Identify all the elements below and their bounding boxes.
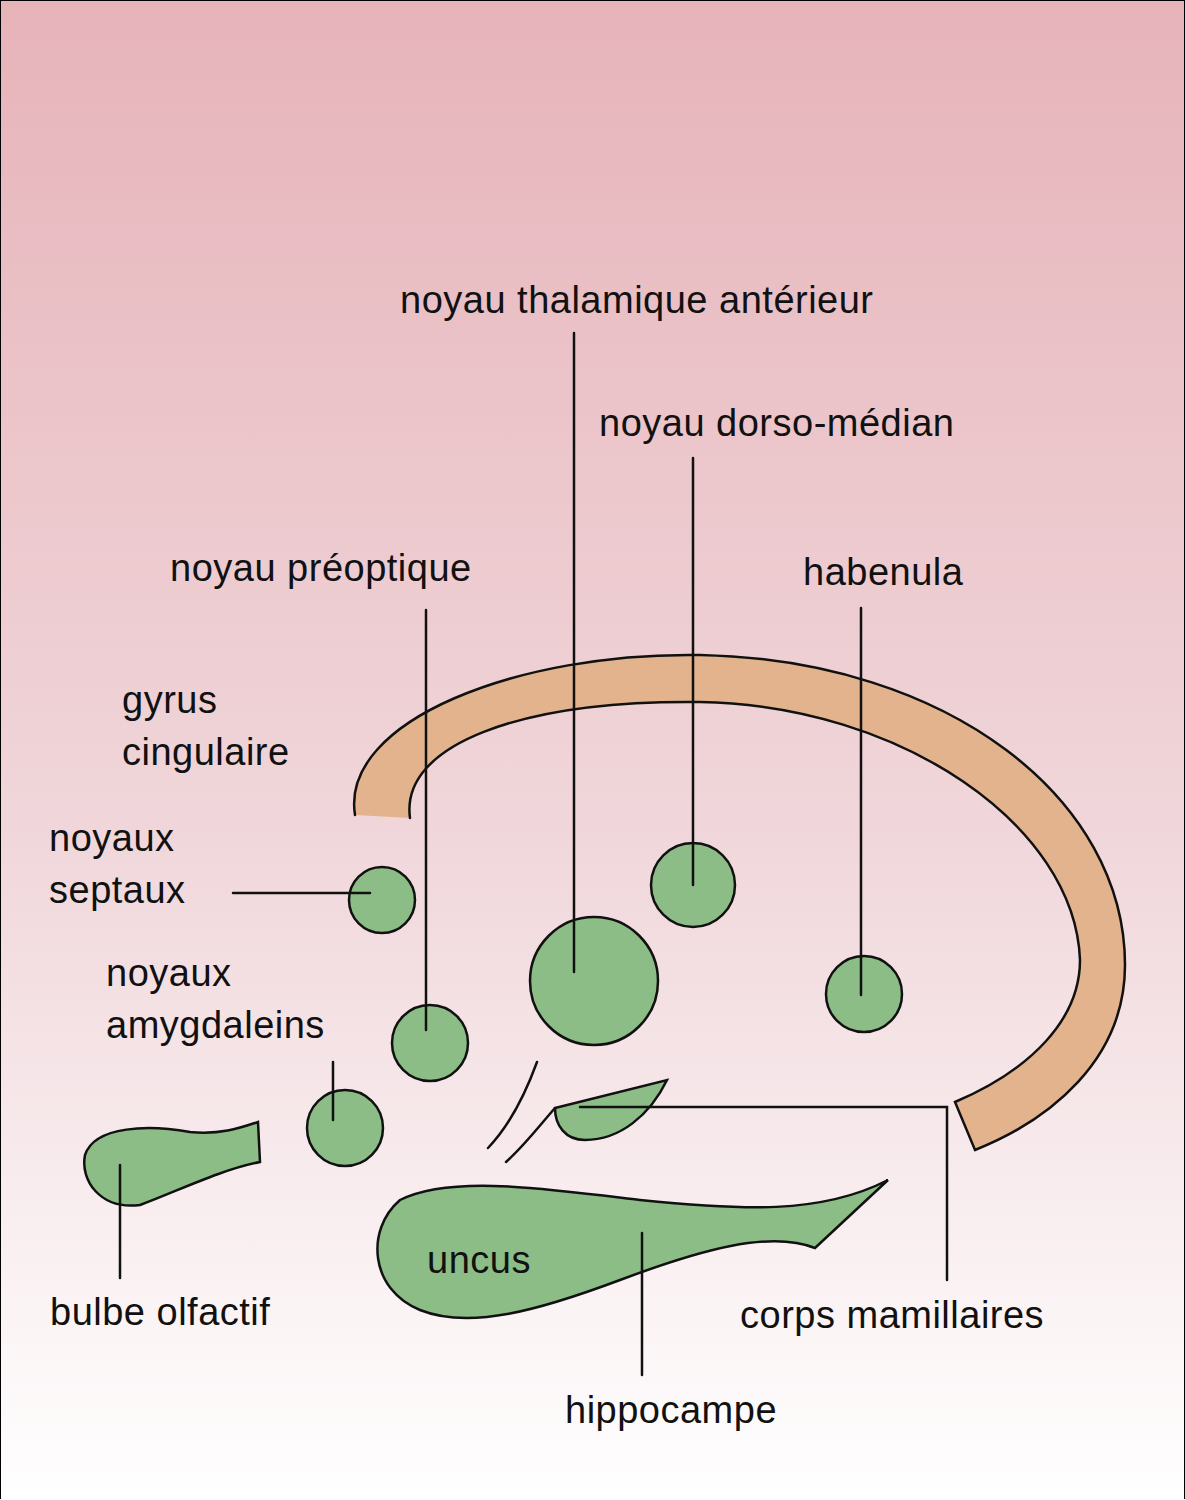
preoptic-nucleus: [392, 1005, 468, 1081]
part-label: hippocampe: [565, 1384, 777, 1436]
part-label: noyau préoptique: [170, 542, 472, 594]
fornix: [488, 1062, 555, 1162]
anterior-thalamic-nucleus: [530, 917, 658, 1045]
leader-line: [860, 608, 863, 995]
cingulate-gyrus: [354, 655, 1125, 1150]
part-label: noyaux septaux: [49, 812, 269, 916]
part-label: bulbe olfactif: [50, 1286, 270, 1338]
part-label: corps mamillaires: [740, 1289, 1044, 1341]
part-label: noyau thalamique antérieur: [400, 274, 874, 326]
septal-nuclei: [349, 867, 415, 933]
leader-line: [233, 892, 370, 895]
part-label: uncus: [427, 1234, 531, 1286]
part-label: noyaux amygdaleins: [106, 947, 396, 1051]
leader-line: [425, 610, 428, 1030]
mammillary-body: [555, 1080, 667, 1140]
amygdaloid-nuclei: [307, 1090, 383, 1166]
part-label: habenula: [803, 546, 963, 598]
leader-lines: [120, 333, 947, 1375]
leader-line: [332, 1062, 335, 1120]
leader-line: [119, 1165, 122, 1278]
olfactory-bulb: [84, 1122, 260, 1206]
part-label: noyau dorso-médian: [599, 397, 954, 449]
habenula: [826, 956, 902, 1032]
leader-line: [692, 458, 695, 885]
leader-line: [573, 333, 576, 972]
leader-line: [641, 1233, 644, 1375]
part-label: gyrus cingulaire: [122, 674, 382, 778]
leader-line: [580, 1107, 947, 1280]
